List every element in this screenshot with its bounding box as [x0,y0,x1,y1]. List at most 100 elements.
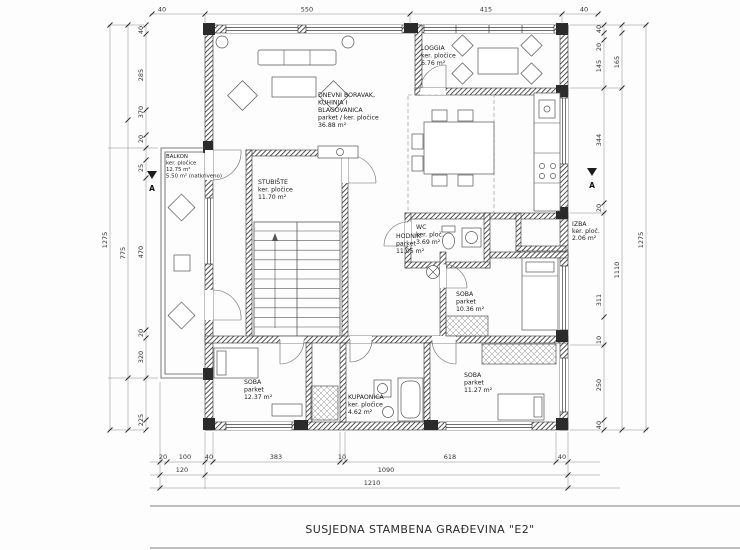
chair [167,301,196,330]
room-name: BLAGOVANICA [318,107,363,114]
room-material: ker. pločice [421,52,456,60]
room-area: 36.88 m² [318,122,347,129]
section-markers: A A [147,168,597,193]
section-marker-label: A [149,184,155,193]
armchair [318,80,349,111]
room-area-covered: 5.50 m² (natkriveno) [166,173,222,180]
dim-value: 320 [137,351,145,363]
doors [205,64,468,365]
room-name: KUPAONICA [348,394,385,401]
pillow [525,261,555,273]
dim-value: 40 [595,421,603,429]
dim-value: 20 [595,204,603,212]
dim-value: 40 [595,25,603,33]
dim-value: 40 [137,26,145,34]
furniture-dining [411,109,495,187]
room-area: 4.62 m² [348,409,373,416]
furniture-bedroom-3 [481,343,557,421]
stove-burner [539,163,545,169]
furniture-bathroom [310,377,424,422]
furniture-kitchen [533,92,561,212]
chair [520,62,543,85]
chair [457,174,474,187]
footer: SUSJEDNA STAMBENA GRAĐEVINA "E2" [150,505,740,549]
plant [215,35,229,49]
room-label-wc: WC ker. ploč. 3.69 m² [416,224,444,246]
room-area: 2.06 m² [572,235,597,242]
chair [431,174,448,187]
dim-value: 10 [338,453,346,461]
room-material: ker. pločice [166,160,197,167]
furniture-living-room [215,35,359,159]
dim-value: 370 [137,106,145,118]
dim-value: 40 [558,453,566,461]
dim-value: 550 [301,6,313,14]
staircase [253,221,341,337]
dimension-chain-left: 40 285 370 20 25 470 20 320 225 775 1275 [101,22,158,433]
furniture-balcony [167,193,196,330]
room-name: IZBA [572,221,587,228]
room-area: 3.69 m² [416,239,441,246]
coffee-table [271,76,317,98]
room-label-dnevni-boravak: DNEVNI BORAVAK, KUHINJA I BLAGOVANICA pa… [318,92,379,129]
room-name: SOBA [244,379,262,386]
pillow [216,350,227,376]
windows [205,25,568,430]
room-label-izba: IZBA ker. ploč. 2.06 m² [572,221,600,242]
room-area: 12.37 m² [244,394,273,401]
dim-value: 100 [179,453,191,461]
adjacent-building-label: SUSJEDNA STAMBENA GRAĐEVINA "E2" [305,523,534,536]
dim-value: 470 [137,246,145,258]
section-marker-label: A [589,181,595,190]
desk [271,403,303,417]
room-labels: LOGGIA ker. pločice 6.76 m² DNEVNI BORAV… [166,45,600,416]
balcony-railing [160,147,205,379]
room-material: parket [396,241,416,248]
room-name: WC [416,224,426,231]
building-walls [204,24,569,431]
toilet-tank [441,225,456,233]
section-marker-triangle [587,168,597,176]
dim-value: 383 [270,453,282,461]
room-label-hodnik: HODNIK parket 11.05 m² [396,233,425,255]
pillow [533,396,543,418]
kitchen-counter [533,92,561,212]
chair [457,109,474,122]
dimension-chain-top: 40 550 415 40 [149,6,601,24]
dim-value: 25 [137,164,145,172]
dim-value: 10 [595,336,603,344]
dim-value: 165 [613,56,621,68]
wardrobe [445,315,489,337]
furniture-wc [441,225,482,250]
room-material: ker. ploč. [416,231,444,239]
chair [167,193,196,222]
furniture-bedroom-2 [213,347,303,417]
dim-value: 344 [595,134,603,146]
room-name: STUBIŠTE [258,177,288,186]
dimension-chain-right: 40 20 145 344 20 311 10 250 40 165 1110 … [570,22,649,433]
dim-value: 40 [205,453,213,461]
room-name: SOBA [464,372,482,379]
room-area: 11.70 m² [258,194,287,201]
dim-value: 20 [159,453,167,461]
dim-value: 40 [158,6,166,14]
dim-value: 775 [119,247,127,259]
loggia-table [477,47,519,75]
chair [411,133,424,150]
chair [411,155,424,172]
room-material: ker. ploč. [572,227,600,235]
dim-value: 120 [176,466,188,474]
room-area: 6.76 m² [421,60,446,67]
room-name: HODNIK [396,233,422,240]
furniture-bedroom-1 [445,257,559,337]
chair [451,62,474,85]
bathroom-closet [310,385,339,421]
dim-value: 285 [137,69,145,81]
room-name: LOGGIA [421,45,446,52]
dim-value: 20 [595,43,603,51]
room-name: BALKON [166,154,188,160]
chair [431,109,448,122]
armchair [227,80,258,111]
